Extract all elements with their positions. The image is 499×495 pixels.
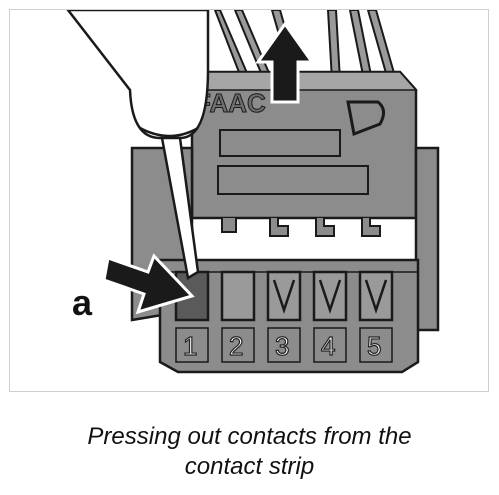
caption-line-1: Pressing out contacts from the <box>87 423 412 450</box>
contact-slot-2 <box>220 270 256 322</box>
pin-number-2: 2 <box>229 331 243 361</box>
arrow-right-icon <box>102 253 195 315</box>
pin-number-4: 4 <box>321 331 335 361</box>
connector-illustration: FAAC <box>9 9 489 392</box>
pin-number-boxes <box>175 327 393 363</box>
pin-number-3: 3 <box>275 331 289 361</box>
connector-plug: FAAC <box>190 70 418 237</box>
screwdriver-icon <box>66 10 210 280</box>
caption-line-2: contact strip <box>184 453 315 480</box>
pin-number-1: 1 <box>183 331 197 361</box>
pin-number-5: 5 <box>367 331 381 361</box>
contact-slot-3 <box>266 270 302 322</box>
connector-drawing: FAAC <box>66 10 440 374</box>
arrow-up-icon <box>255 21 315 104</box>
wire-bundle <box>213 10 398 81</box>
figure-caption: Pressing out contacts from the contact s… <box>0 422 499 482</box>
callout-label-a: a <box>72 282 93 323</box>
